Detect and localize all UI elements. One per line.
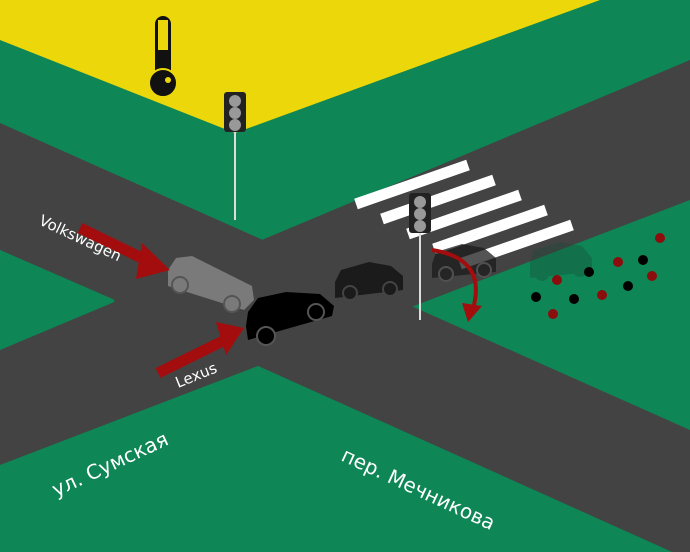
car-icon: [335, 262, 403, 301]
yellow-yard: [0, 0, 600, 133]
arrow-icon: [155, 322, 244, 378]
car-ghost-trail: [335, 242, 592, 301]
grass-left-corner: [0, 250, 115, 350]
debris-dots: [531, 233, 665, 319]
traffic-light-icon: [409, 193, 431, 320]
car-volkswagen: [168, 256, 254, 313]
arrow-icon: [77, 223, 170, 279]
traffic-light-icon: [224, 92, 246, 220]
car-lexus: [246, 292, 334, 346]
curved-arrow-icon: [431, 248, 482, 322]
road-mechnikova: [0, 123, 690, 552]
thermometer-icon: [148, 14, 178, 98]
car-icon: [530, 242, 592, 281]
